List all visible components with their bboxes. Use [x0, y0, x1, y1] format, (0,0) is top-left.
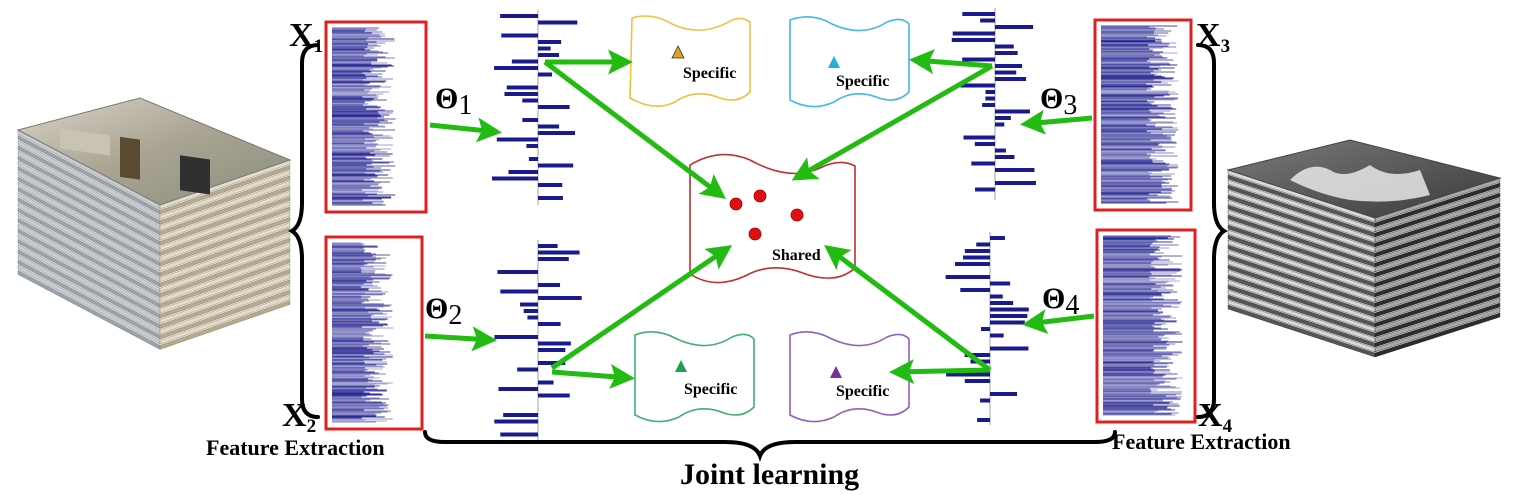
- histogram-3: [951, 8, 1037, 200]
- specific-label-1: Specific: [683, 65, 736, 82]
- specific-space-4: Specific: [789, 331, 910, 423]
- triangle-marker-icon: [828, 56, 840, 68]
- theta-labels: Θ1 Θ2 Θ3 Θ4: [425, 82, 1079, 331]
- arrow-to-shared-3: [791, 63, 994, 181]
- specific-space-3: Specific: [634, 331, 755, 423]
- triangle-marker-icon: [675, 360, 687, 372]
- rgb-video-volume: [16, 97, 292, 350]
- histogram-2: [494, 240, 582, 440]
- joint-learning-label: Joint learning: [680, 458, 859, 491]
- theta-label-2: Θ2: [425, 292, 462, 331]
- shared-point: [729, 197, 743, 211]
- view-label-x3: X3: [1196, 17, 1230, 57]
- right-brace: [1196, 43, 1228, 419]
- specific-label-2: Specific: [836, 73, 889, 90]
- feature-box-x3: [1093, 18, 1193, 212]
- triangle-marker-icon: [671, 45, 685, 59]
- feature-extraction-left-label: Feature Extraction: [206, 435, 385, 460]
- depth-video-volume: [1226, 139, 1502, 358]
- specific-space-2: Specific: [789, 16, 910, 108]
- arrow-theta4: [1022, 309, 1095, 335]
- arrow-to-shared-2: [550, 245, 733, 371]
- view-labels: X1 X2 X3 X4: [282, 17, 1233, 437]
- theta-label-3: Θ3: [1040, 82, 1077, 121]
- histogram-1: [492, 10, 578, 205]
- view-label-x2: X2: [282, 397, 316, 437]
- shared-point: [748, 227, 762, 241]
- shared-label: Shared: [772, 247, 821, 264]
- feature-box-x2: [324, 235, 424, 431]
- braces: [288, 43, 1228, 462]
- specific-label-3: Specific: [684, 381, 737, 398]
- view-label-x1: X1: [289, 17, 323, 57]
- arrow-to-specific-4: [889, 359, 991, 385]
- triangle-marker-icon: [830, 366, 842, 378]
- arrow-to-shared-4: [824, 244, 992, 372]
- shared-space: Shared: [689, 153, 856, 284]
- specific-label-4: Specific: [836, 383, 889, 400]
- specific-space-1: Specific: [629, 15, 751, 107]
- arrow-theta3: [1020, 109, 1093, 135]
- left-brace: [288, 43, 320, 419]
- histogram-4: [945, 232, 1029, 425]
- shared-point: [753, 189, 767, 203]
- feature-box-x1: [324, 20, 428, 214]
- theta-label-1: Θ1: [435, 82, 472, 121]
- arrows: [424, 49, 1095, 389]
- shared-point: [790, 208, 804, 222]
- theta-label-4: Θ4: [1042, 282, 1079, 321]
- feature-extraction-right-label: Feature Extraction: [1112, 429, 1291, 454]
- view-label-x4: X4: [1198, 397, 1233, 437]
- feature-box-x4: [1095, 228, 1197, 424]
- bottom-brace: [423, 430, 1117, 462]
- arrow-to-shared-1: [543, 60, 726, 200]
- arrow-theta1: [429, 117, 502, 143]
- arrow-to-specific-2: [909, 49, 993, 74]
- arrow-to-specific-3: [551, 364, 635, 389]
- arrow-theta2: [424, 326, 497, 352]
